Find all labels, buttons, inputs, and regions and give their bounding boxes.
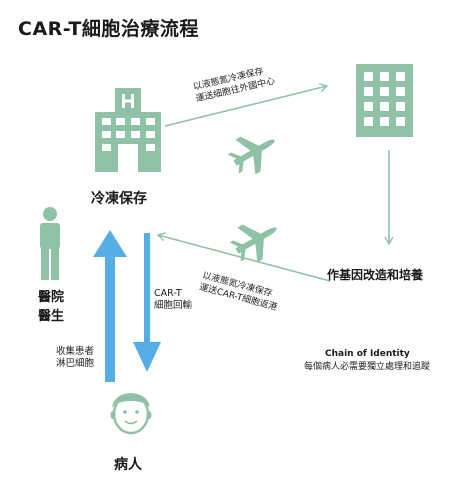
edge-label-line: 細胞回輸 [154, 300, 193, 311]
arrow-reinfuse-down [133, 233, 161, 372]
chain-of-identity-title: Chain of Identity [325, 349, 410, 359]
edge-label-reinfuse: CAR-T 細胞回輸 [154, 288, 192, 312]
arrow-to-center [164, 83, 329, 127]
lab-building-icon [356, 64, 413, 137]
airplane-icon [229, 224, 277, 263]
doctor-label-line2: 醫生 [38, 309, 65, 324]
hospital-label: 冷凍保存 [91, 191, 147, 207]
doctor-label-line1: 醫院 [38, 290, 65, 305]
edge-label-line: 淋巴細胞 [56, 358, 95, 369]
page-title: CAR-T細胞治療流程 [18, 18, 199, 40]
patient-icon [110, 393, 152, 435]
hospital-icon [95, 88, 161, 172]
lab-label: 作基因改造和培養 [327, 268, 424, 282]
doctor-icon [40, 207, 60, 280]
chain-of-identity-desc: 每個病人必需要獨立處理和追蹤 [304, 362, 431, 372]
patient-label: 病人 [114, 457, 142, 473]
edge-label-line: 收集患者 [56, 346, 95, 357]
arrow-collect-up [93, 230, 127, 382]
airplane-icon [227, 136, 275, 175]
edge-label-collect: 收集患者 淋巴細胞 [56, 346, 94, 370]
edge-label-line: CAR-T [154, 288, 182, 299]
